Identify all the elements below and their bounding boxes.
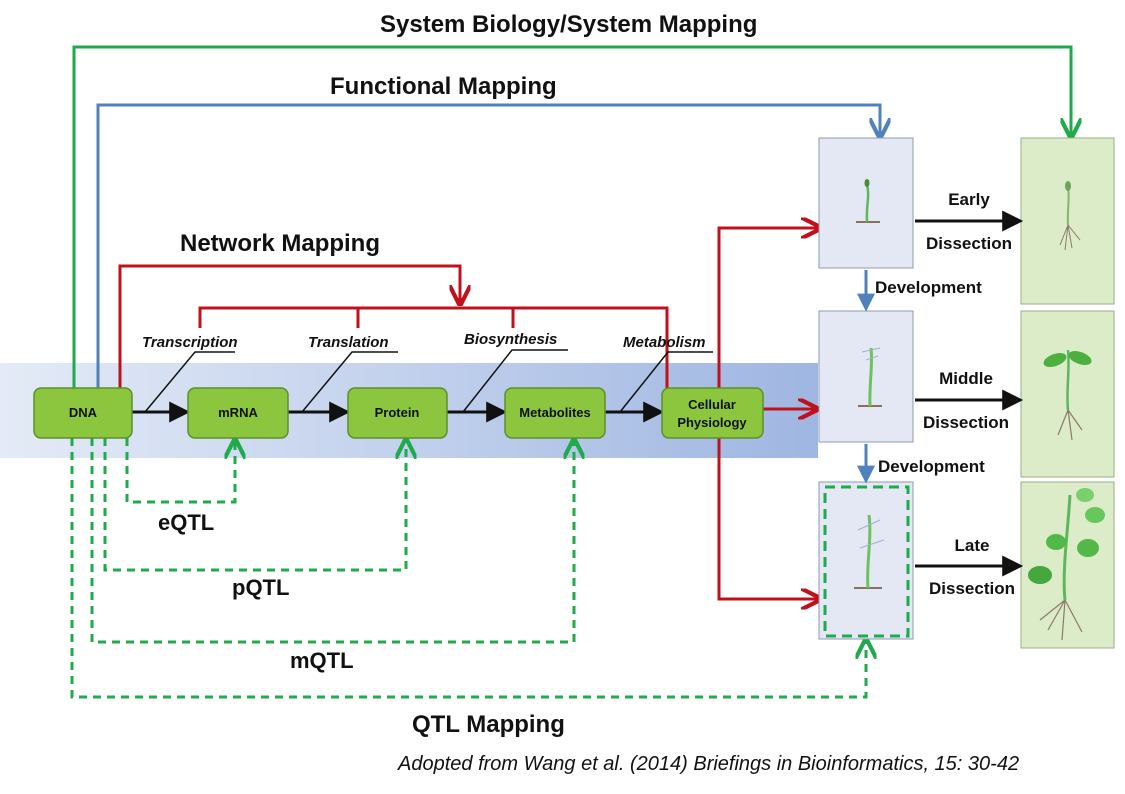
pqtl-label: pQTL <box>232 575 289 600</box>
pqtl-arrow <box>103 438 406 572</box>
transcription-label: Transcription <box>142 334 238 351</box>
metabolism-label: Metabolism <box>623 334 706 351</box>
translation-pointer <box>301 351 398 413</box>
development-label-1: Development <box>875 278 982 297</box>
early-dissected-plant-image <box>1059 181 1081 251</box>
cellular-to-late-arrow <box>717 438 818 599</box>
cellular-to-early-arrow <box>717 228 818 388</box>
system-mapping-arrow <box>72 45 1071 388</box>
qtl-mapping-arrow <box>70 438 866 699</box>
svg-text:Protein: Protein <box>375 405 420 420</box>
middle-dissection-label: Dissection <box>923 413 1009 432</box>
biosynthesis-pointer <box>462 349 568 413</box>
network-mapping-bracket <box>198 306 669 388</box>
transcription-pointer <box>144 351 235 413</box>
early-dissection-panel <box>1020 137 1115 305</box>
biosynthesis-label: Biosynthesis <box>464 331 557 348</box>
dna-node: DNA <box>33 387 133 439</box>
middle-dissection-panel <box>1020 310 1115 478</box>
late-seedling-image <box>854 514 885 589</box>
qtl-mapping-title: QTL Mapping <box>412 711 565 738</box>
late-label: Late <box>955 536 990 555</box>
middle-dissected-plant-image <box>1043 349 1092 441</box>
eqtl-arrow <box>125 438 235 504</box>
middle-label: Middle <box>939 369 993 388</box>
mrna-node: mRNA <box>187 387 289 439</box>
svg-text:DNA: DNA <box>69 405 98 420</box>
mqtl-label: mQTL <box>290 648 354 673</box>
functional-mapping-title: Functional Mapping <box>330 73 557 100</box>
late-dissected-plant-image <box>1028 488 1105 641</box>
translation-label: Translation <box>308 334 389 351</box>
early-label: Early <box>948 190 990 209</box>
early-seedling-image <box>856 179 880 223</box>
cellular-physiology-node: Cellular Physiology <box>661 387 764 439</box>
early-plant-panel <box>818 137 914 269</box>
eqtl-label: eQTL <box>158 510 214 535</box>
citation: Adopted from Wang et al. (2014) Briefing… <box>397 753 1019 775</box>
protein-node: Protein <box>347 387 448 439</box>
svg-text:Cellular: Cellular <box>688 397 736 412</box>
system-mapping-title: System Biology/System Mapping <box>380 11 757 38</box>
late-plant-panel <box>818 481 914 640</box>
network-mapping-title: Network Mapping <box>180 230 380 257</box>
metabolism-pointer <box>619 351 713 413</box>
late-dissection-panel <box>1020 481 1115 649</box>
svg-text:Physiology: Physiology <box>677 415 747 430</box>
metabolites-node: Metabolites <box>504 387 606 439</box>
middle-seedling-image <box>858 347 882 407</box>
svg-text:Metabolites: Metabolites <box>519 405 591 420</box>
late-dissection-label: Dissection <box>929 579 1015 598</box>
functional-mapping-arrow <box>96 103 880 388</box>
mqtl-arrow <box>90 438 574 644</box>
svg-text:mRNA: mRNA <box>218 405 258 420</box>
development-label-2: Development <box>878 457 985 476</box>
network-mapping-arrow <box>118 264 460 388</box>
early-dissection-label: Dissection <box>926 234 1012 253</box>
middle-plant-panel <box>818 310 914 443</box>
